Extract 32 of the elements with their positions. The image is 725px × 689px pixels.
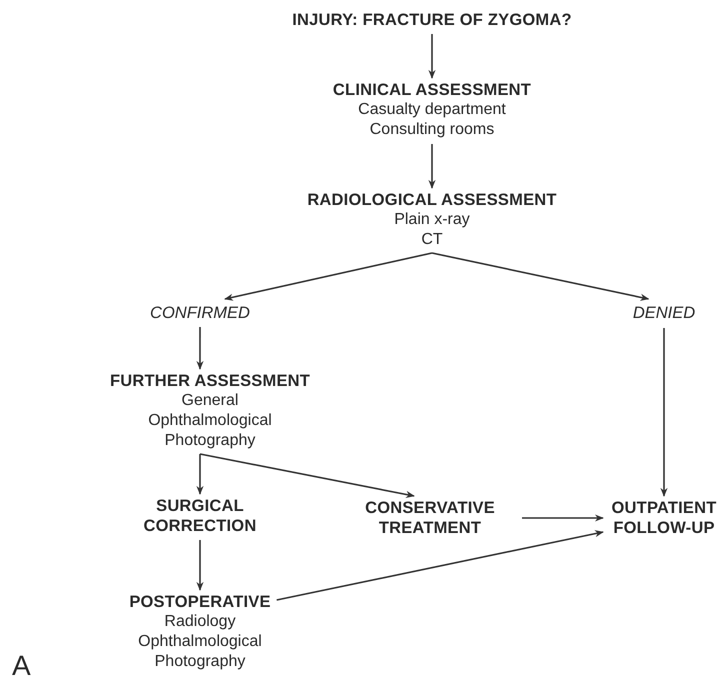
arrow [200, 453, 415, 498]
node-detail: General [180, 391, 240, 411]
node-label: OUTPATIENT FOLLOW-UP [610, 498, 718, 538]
node-label: INJURY: FRACTURE OF ZYGOMA? [292, 10, 572, 30]
node-label: DENIED [632, 303, 696, 323]
node-detail: Plain x-ray [393, 210, 471, 230]
node-detail: Ophthalmological [137, 632, 263, 652]
node-heading: CLINICAL ASSESSMENT [332, 80, 532, 100]
arrow [224, 252, 432, 301]
node-detail: Photography [164, 431, 256, 451]
arrow [428, 34, 436, 79]
node-detail: Ophthalmological [147, 411, 273, 431]
arrow [660, 328, 668, 497]
node-detail: Consulting rooms [368, 120, 496, 140]
arrow [428, 144, 436, 189]
node-heading: FURTHER ASSESSMENT [110, 371, 310, 391]
node-detail: Casualty department [357, 100, 507, 120]
node-detail: Radiology [163, 612, 237, 632]
arrow [276, 530, 604, 601]
node-detail: Photography [154, 652, 246, 672]
node-heading: POSTOPERATIVE [129, 592, 271, 612]
node-label: SURGICAL CORRECTION [142, 496, 258, 536]
arrow [522, 514, 604, 522]
arrow [196, 327, 204, 370]
node-label: CONSERVATIVE TREATMENT [364, 498, 496, 538]
arrow [432, 252, 650, 301]
arrow [196, 454, 204, 495]
panel-letter: A [12, 650, 31, 682]
node-detail: CT [420, 230, 444, 250]
arrow [196, 540, 204, 591]
node-heading: RADIOLOGICAL ASSESSMENT [307, 190, 557, 210]
node-label: CONFIRMED [150, 303, 250, 323]
